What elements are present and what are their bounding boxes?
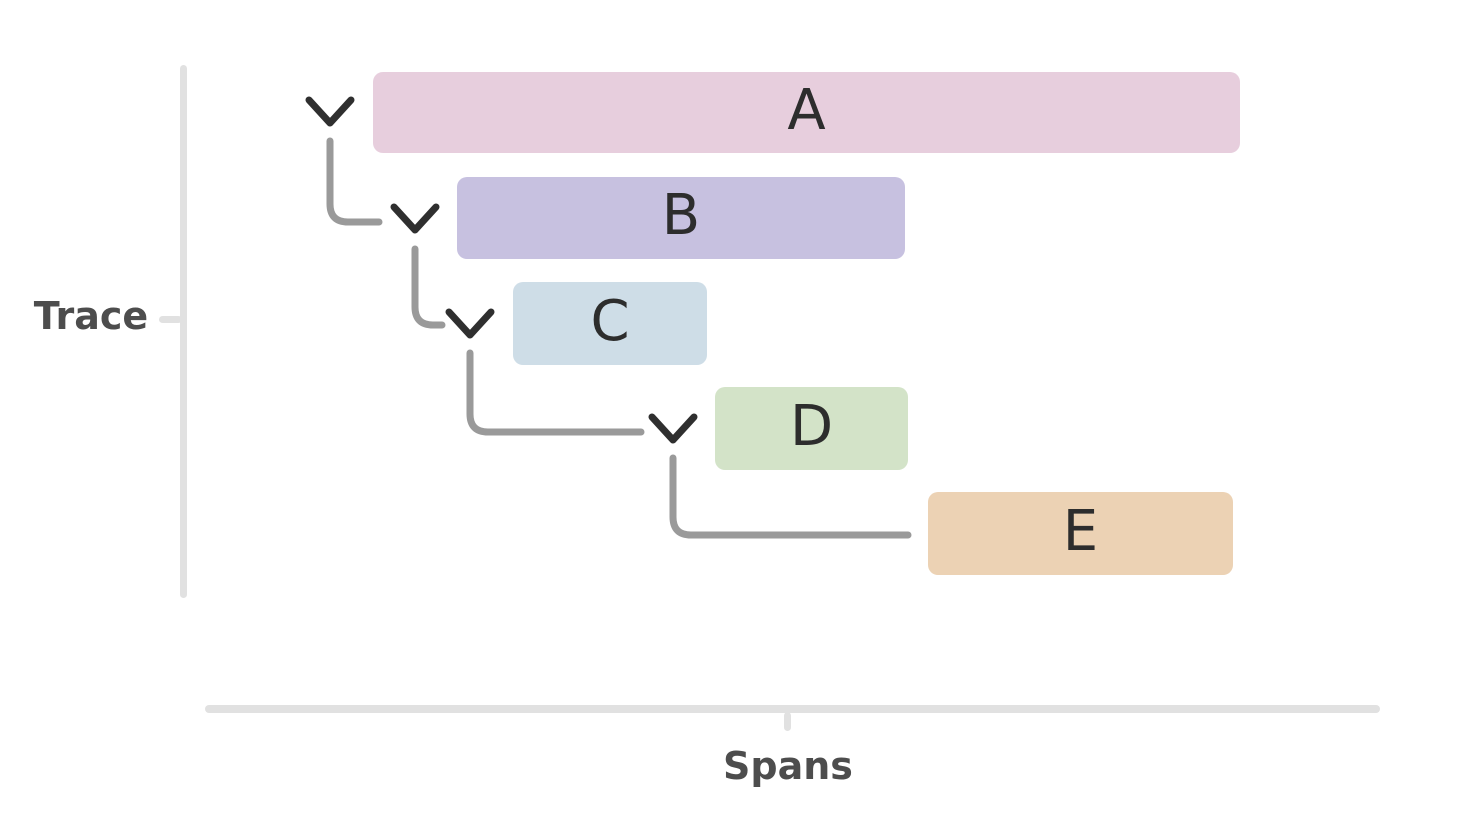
span-label-A: A xyxy=(787,77,826,143)
span-bar-C[interactable]: C xyxy=(513,282,707,365)
x-axis-tick xyxy=(784,712,791,731)
span-label-E: E xyxy=(1062,498,1099,564)
y-axis-tick xyxy=(159,316,182,323)
span-label-D: D xyxy=(789,393,834,459)
span-bar-A[interactable]: A xyxy=(373,72,1240,153)
y-axis-line xyxy=(180,65,187,598)
x-axis-line xyxy=(205,705,1380,713)
span-bar-D[interactable]: D xyxy=(715,387,908,470)
span-bar-B[interactable]: B xyxy=(457,177,905,259)
span-bar-E[interactable]: E xyxy=(928,492,1233,575)
y-axis-label: Trace xyxy=(33,294,149,338)
span-label-C: C xyxy=(590,288,630,354)
x-axis-label: Spans xyxy=(723,744,853,788)
span-label-B: B xyxy=(661,183,701,248)
